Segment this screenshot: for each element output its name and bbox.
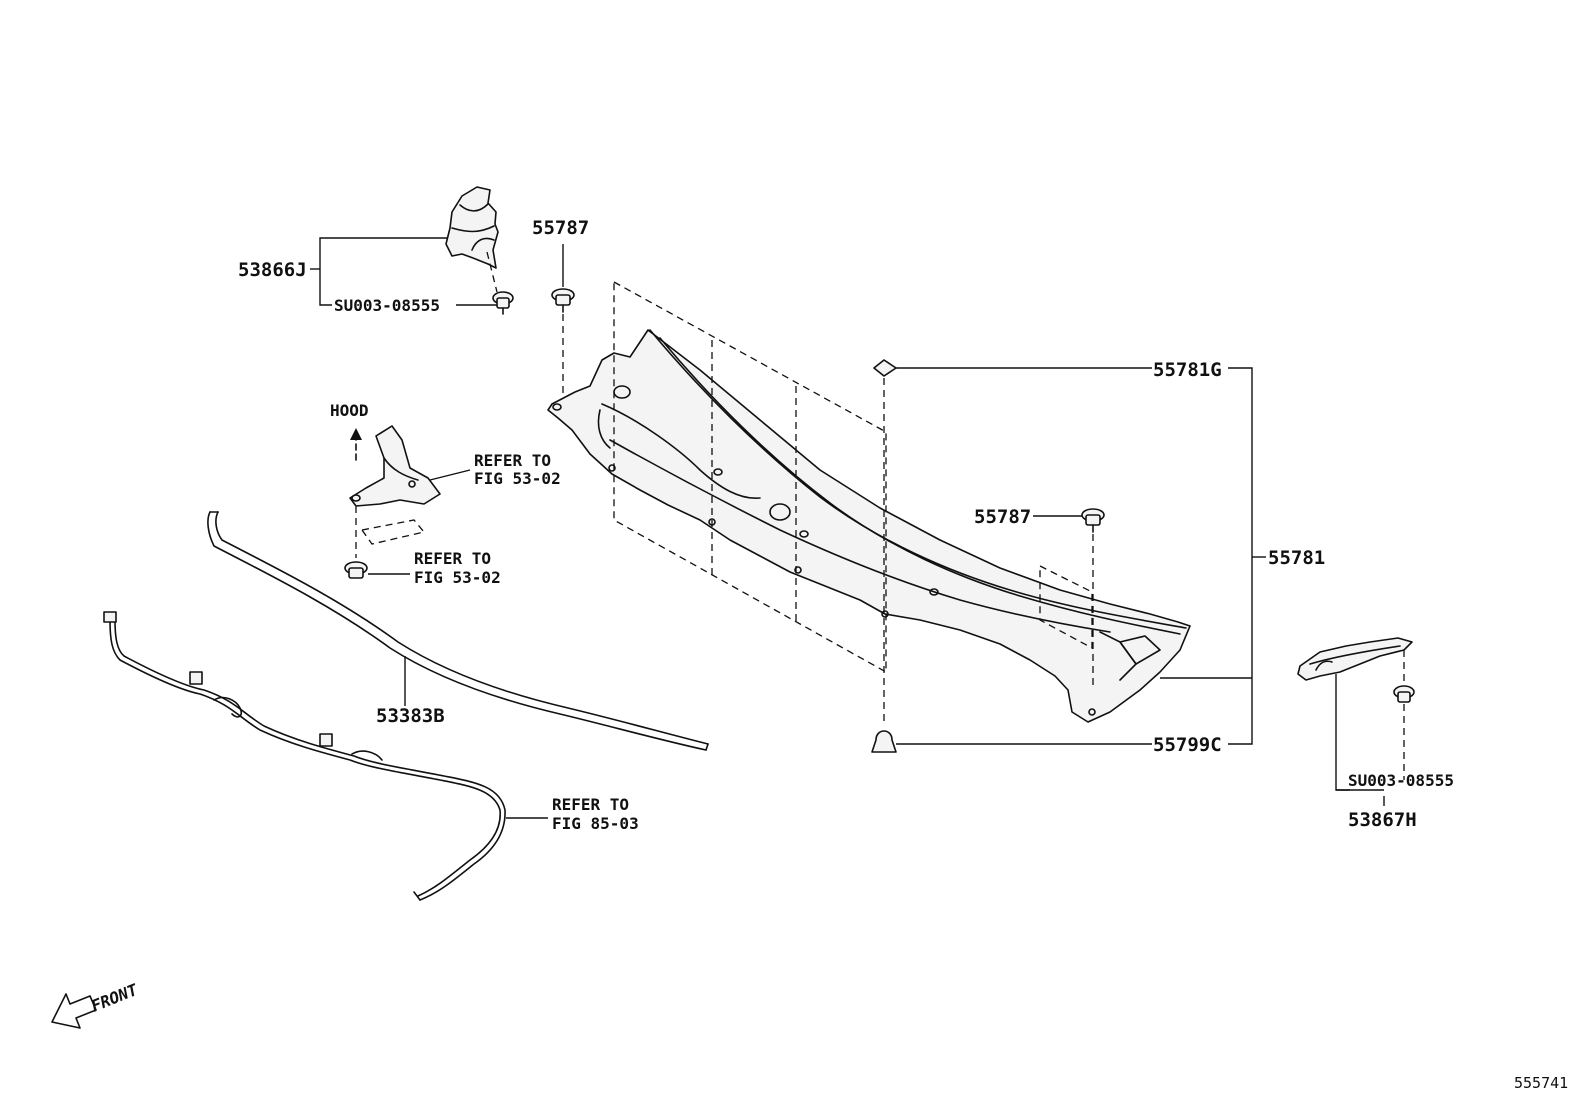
label-front: FRONT — [88, 980, 141, 1016]
clip-left[interactable] — [492, 291, 514, 315]
label-refer-c-line2: FIG 85-03 — [552, 814, 639, 833]
clip-55787-mid[interactable] — [1081, 508, 1105, 533]
pad-55781g[interactable] — [873, 359, 897, 377]
diagram-id: 555741 — [1514, 1074, 1568, 1092]
label-55781: 55781 — [1268, 547, 1325, 569]
seal-53383b[interactable] — [207, 511, 709, 751]
label-su003-left: SU003-08555 — [334, 296, 440, 315]
hood-arrow-icon — [350, 428, 362, 440]
bracket-53866j[interactable] — [445, 186, 499, 269]
clip-hood[interactable] — [344, 561, 368, 579]
label-53383b: 53383B — [376, 705, 445, 727]
label-55781g: 55781G — [1153, 359, 1222, 381]
label-55787-top: 55787 — [532, 217, 589, 239]
label-su003-right: SU003-08555 — [1348, 771, 1454, 790]
label-refer-a-line2: FIG 53-02 — [474, 469, 561, 488]
label-refer-a-line1: REFER TO — [474, 451, 551, 470]
label-53866j: 53866J — [238, 259, 307, 281]
clip-right[interactable] — [1393, 685, 1415, 703]
label-53867h: 53867H — [1348, 809, 1417, 831]
front-arrow-icon — [51, 993, 97, 1029]
label-55787-mid: 55787 — [974, 506, 1031, 528]
bracket-53867h[interactable] — [1297, 637, 1413, 681]
washer-hose[interactable] — [103, 611, 506, 901]
hood-bracket[interactable] — [349, 425, 441, 507]
clip-55787-top[interactable] — [551, 288, 575, 313]
label-55799c: 55799C — [1153, 734, 1222, 756]
label-refer-b-line1: REFER TO — [414, 549, 491, 568]
label-refer-b-line2: FIG 53-02 — [414, 568, 501, 587]
label-hood: HOOD — [330, 401, 369, 420]
label-refer-c-line1: REFER TO — [552, 795, 629, 814]
cap-55799c[interactable] — [871, 730, 897, 753]
